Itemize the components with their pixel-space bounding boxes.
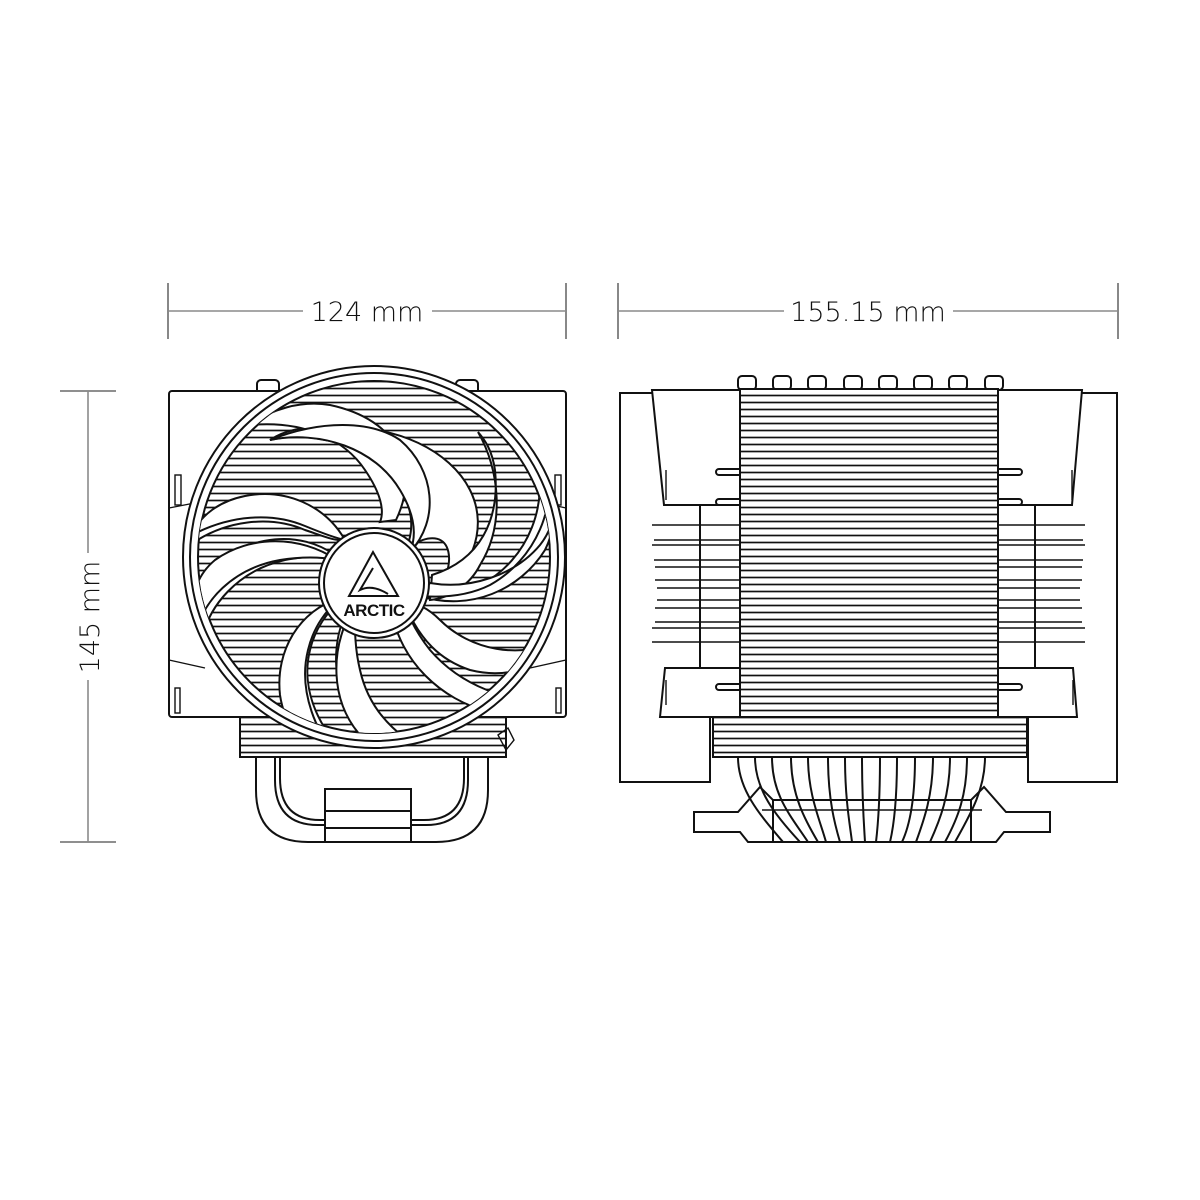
dimension-depth-155: 155.15 mm	[617, 283, 1119, 339]
heatpipes-side	[693, 756, 1051, 843]
fan-clip-housing-top-left	[650, 389, 741, 506]
fan-ring-middle	[189, 372, 559, 742]
dimension-label-depth: 155.15 mm	[790, 297, 946, 328]
side-fin-edges	[652, 502, 1085, 669]
arctic-logo: ARCTIC	[343, 549, 405, 620]
dimension-label-height: 145 mm	[75, 561, 106, 674]
fan-clip-housing-bottom-right	[997, 667, 1079, 718]
fan-clip-housing-top-right	[997, 389, 1084, 506]
dimension-height-145: 145 mm	[60, 390, 116, 843]
fan-clip-detail	[497, 726, 515, 752]
cpu-contact-plate	[324, 788, 412, 843]
heatpipe-base-front	[255, 744, 489, 843]
fin-stack-bottom-side	[712, 716, 1028, 758]
fin-stack-main	[739, 388, 999, 718]
fan-clip-housing-bottom-left	[658, 667, 741, 718]
heatpipe-caps-top	[737, 375, 1004, 391]
mount-bracket-left	[693, 785, 774, 843]
dimension-label-width: 124 mm	[311, 297, 424, 328]
arctic-logo-text: ARCTIC	[343, 601, 404, 620]
front-view: ARCTIC	[168, 365, 567, 843]
arctic-logo-triangle-icon	[347, 549, 400, 597]
dimension-width-124: 124 mm	[167, 283, 567, 339]
side-view	[619, 375, 1118, 843]
fan-hub-inner	[323, 532, 425, 634]
mount-bracket-right	[970, 785, 1051, 843]
